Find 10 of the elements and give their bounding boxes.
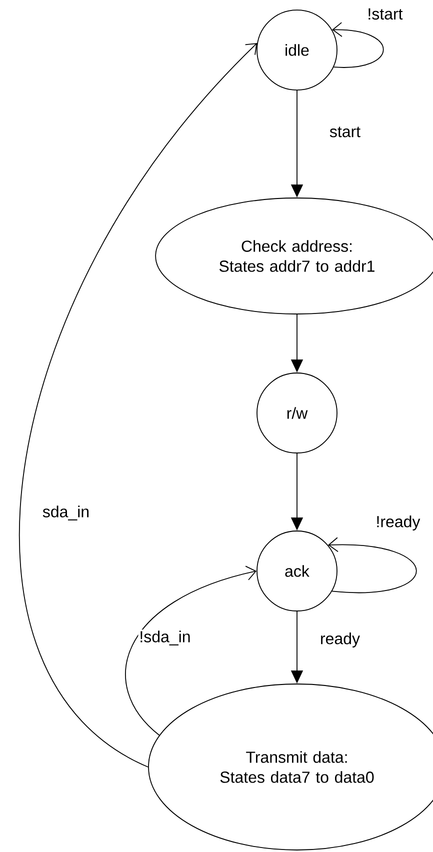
- arrow: [125, 566, 257, 736]
- arrow: [328, 537, 417, 594]
- edge-label: !sda_in: [138, 630, 192, 646]
- edge-label: sda_in: [41, 504, 91, 522]
- edge-label: ready: [318, 632, 361, 648]
- edge-label: start: [328, 126, 362, 138]
- edge-label: !ready: [374, 514, 422, 532]
- arrow: [18, 42, 258, 768]
- arrow: [332, 22, 384, 68]
- edge-label: !start: [366, 7, 404, 21]
